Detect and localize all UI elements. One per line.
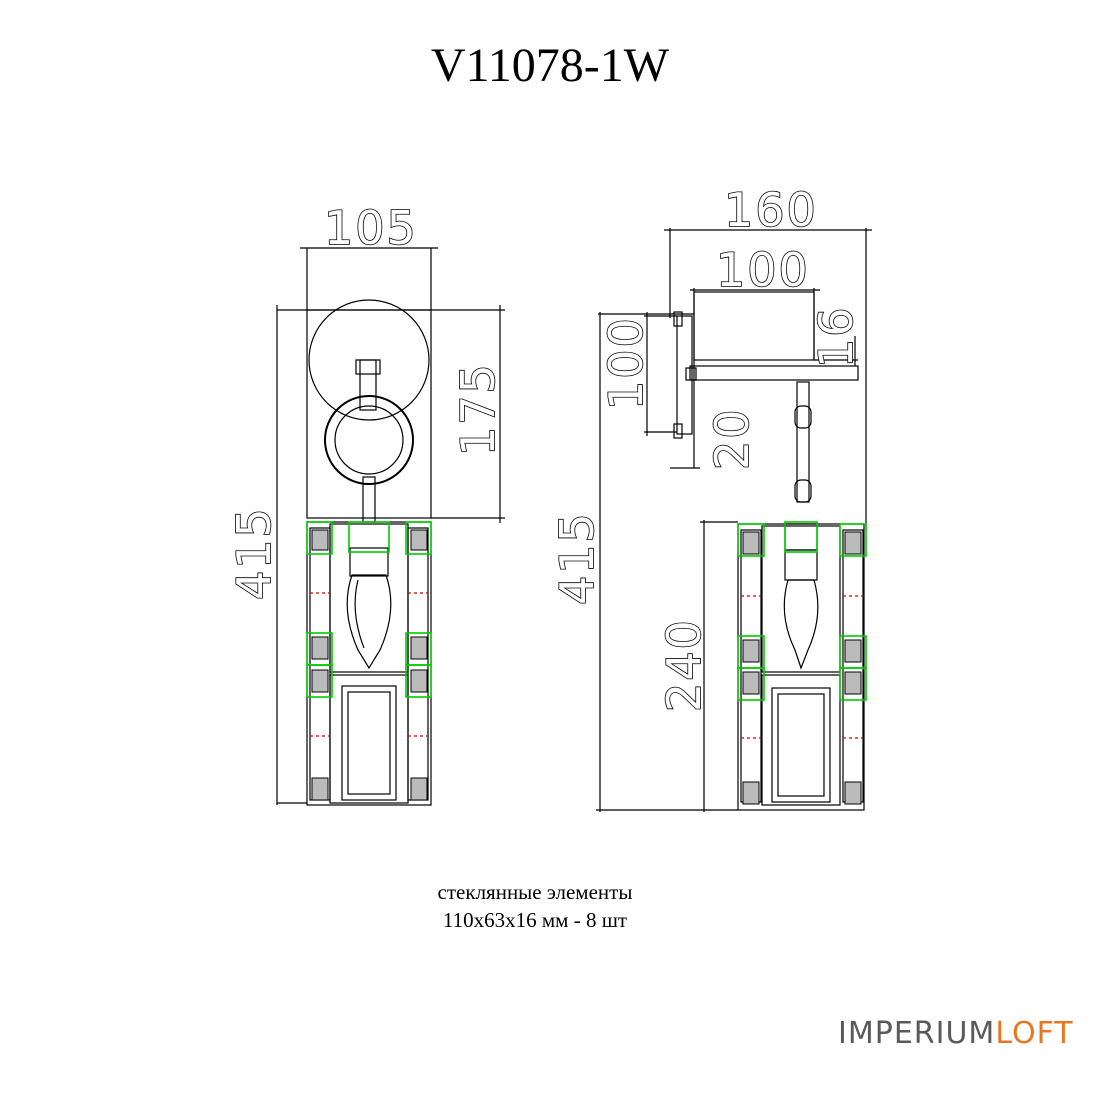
dim-mount-width: 100 (716, 243, 810, 297)
side-view (596, 228, 872, 812)
dim-front-height: 415 (227, 506, 281, 600)
note-glass-size: 110x63x16 мм - 8 шт (442, 908, 628, 932)
logo-part-imperium: IMPERIUM (838, 1016, 996, 1051)
dim-arm: 16 (809, 305, 863, 368)
dim-backplate-height: 175 (451, 362, 505, 456)
dim-side-depth: 160 (724, 183, 818, 237)
front-view (276, 247, 505, 806)
dim-offset: 20 (705, 407, 759, 470)
logo-part-loft: LOFT (995, 1016, 1074, 1051)
dim-mount-height: 100 (599, 316, 653, 410)
note-glass-elements: стеклянные элементы (437, 880, 633, 904)
front-backplate (306, 309, 432, 519)
dim-side-height: 415 (550, 511, 604, 605)
brand-logo: IMPERIUMLOFT (838, 1016, 1074, 1051)
dim-shade-height: 240 (657, 618, 711, 712)
crystal-blocks (311, 529, 862, 805)
drawing-title: V11078-1W (430, 39, 670, 92)
section-marks (310, 592, 863, 739)
glass-element-outlines (306, 521, 867, 701)
dim-front-width: 105 (324, 201, 418, 255)
front-disc (308, 299, 430, 421)
